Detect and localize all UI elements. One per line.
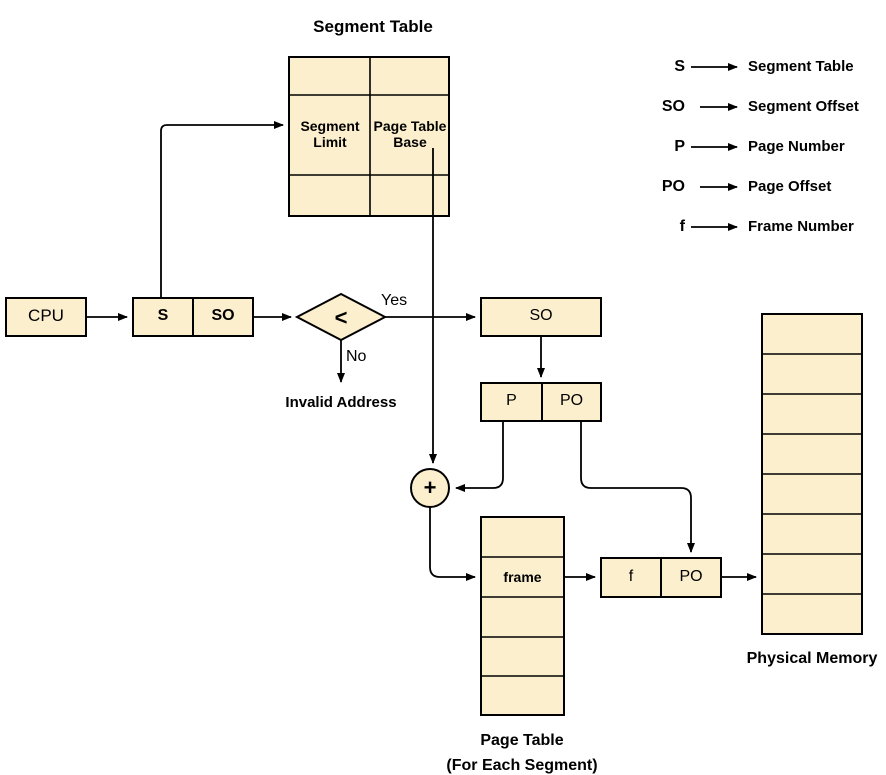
segment-table-outline [288, 56, 450, 217]
page-pair-box[interactable] [480, 382, 602, 422]
legend-symbol-0: S [674, 58, 685, 75]
legend-symbol-3: PO [661, 178, 685, 195]
physical-address-frame-label: f [628, 568, 634, 585]
invalid-address-label: Invalid Address [285, 394, 397, 411]
virtual-address-offset-label: SO [211, 307, 235, 324]
connector-segment-to-segment-table [160, 121, 284, 298]
virtual-address-segment-label: S [157, 307, 169, 324]
page-offset-label: PO [559, 392, 584, 409]
segment-offset-box[interactable] [480, 297, 602, 337]
page-table-outline [480, 516, 565, 716]
cpu-box[interactable] [5, 297, 87, 337]
physical-memory [761, 313, 863, 635]
page-table-title: Page Table [480, 732, 564, 749]
legend-meaning-4: Frame Number [748, 218, 854, 235]
legend-symbol-1: SO [661, 98, 685, 115]
page-table [480, 516, 565, 716]
legend-symbol-4: f [679, 218, 685, 235]
segment-offset-box-label: SO [529, 307, 553, 324]
legend-meaning-1: Segment Offset [748, 98, 859, 115]
segment-table-cell-segment-limit: Segment Limit [300, 118, 360, 151]
virtual-address-box[interactable] [132, 297, 254, 337]
page-table-cell-frame: frame [503, 569, 542, 585]
segment-table-title: Segment Table [313, 17, 433, 36]
page-number-label: P [506, 392, 517, 409]
legend-symbol-2: P [674, 138, 685, 155]
segment-table-cell-page-table-base: Page Table Base [373, 118, 447, 151]
legend-meaning-2: Page Number [748, 138, 845, 155]
legend-meaning-3: Page Offset [748, 178, 832, 195]
legend-meaning-0: Segment Table [748, 58, 854, 75]
physical-address-offset-label: PO [679, 568, 703, 585]
segment-table [288, 56, 450, 217]
page-table-subtitle: (For Each Segment) [446, 757, 598, 774]
physical-memory-title: Physical Memory [746, 650, 878, 667]
compare-label: < [334, 305, 348, 330]
cpu-label: CPU [28, 306, 64, 325]
compare-no-label: No [346, 348, 367, 365]
connector-page-number-to-adder [455, 421, 504, 492]
physical-address-box[interactable] [600, 557, 722, 598]
adder-label: + [423, 475, 437, 500]
compare-yes-label: Yes [381, 292, 408, 309]
connector-adder-to-page-table [429, 507, 476, 581]
connector-page-offset-to-physical-address [580, 421, 695, 553]
